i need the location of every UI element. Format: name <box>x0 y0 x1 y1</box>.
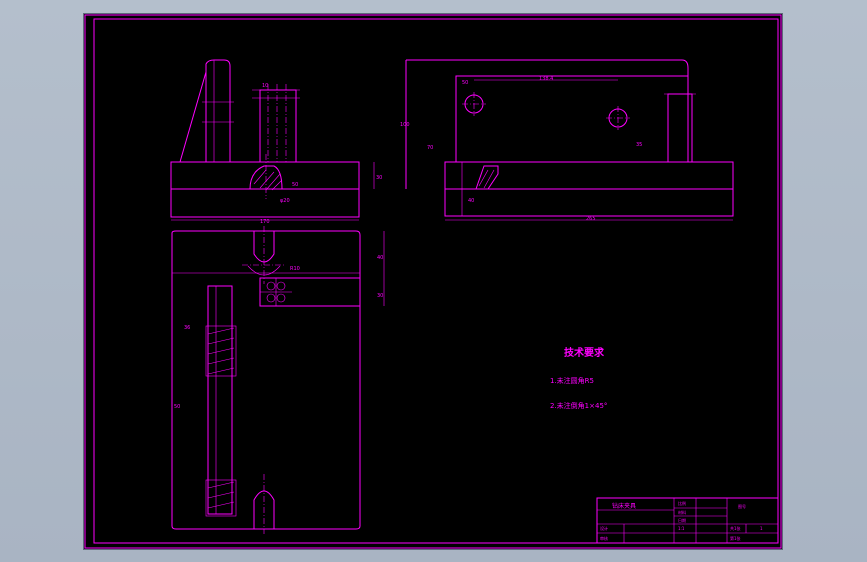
dim-front-width: 170 <box>260 219 270 225</box>
sheet-outer-border <box>84 14 782 549</box>
title-block-c4: 比例 <box>678 500 686 506</box>
dim-top-r10: R10 <box>290 266 300 272</box>
title-block-c7: 图号 <box>738 503 746 509</box>
title-block-c9: 第1张 <box>730 535 741 541</box>
title-block-c1: 设计 <box>600 525 608 531</box>
dim-front-hole: φ20 <box>280 198 290 204</box>
front-view: 170 30 10 φ20 50 <box>170 59 382 225</box>
title-block-name: 钻床夹具 <box>612 502 636 510</box>
dim-front-top: 10 <box>262 83 268 89</box>
sheet-inner-frame <box>93 18 779 544</box>
top-view: 40 30 R10 50 36 <box>171 226 385 534</box>
title-block-c10: 1 <box>760 526 763 531</box>
dim-top-40: 40 <box>377 255 383 261</box>
dim-top-50: 50 <box>174 404 180 410</box>
notes-title: 技术要求 <box>564 346 605 359</box>
technical-notes: 技术要求 1.未注圆角R5 2.未注倒角1×45° <box>550 346 607 410</box>
dim-side-length: 265 <box>586 216 596 222</box>
dim-top-36: 36 <box>184 325 190 331</box>
notes-line-1: 1.未注圆角R5 <box>550 376 594 385</box>
cad-drawing-viewport[interactable]: 170 30 10 φ20 50 265 50 138.4 100 70 35 <box>84 14 782 549</box>
dim-side-100: 100 <box>400 122 410 128</box>
dim-front-height: 30 <box>376 175 382 181</box>
dim-side-138: 138.4 <box>539 76 553 82</box>
title-block: 钻床夹具 设计 审核 比例 材料 日期 1:1 图号 共1张 第1张 1 <box>596 497 779 544</box>
drawing-sheet: 170 30 10 φ20 50 265 50 138.4 100 70 35 <box>84 14 782 549</box>
dim-top-30: 30 <box>377 293 383 299</box>
title-block-c3: 日期 <box>678 517 686 523</box>
dim-front-small: 50 <box>292 182 298 188</box>
dim-side-50: 50 <box>462 80 468 86</box>
title-block-c6: 1:1 <box>678 526 685 531</box>
side-view: 265 50 138.4 100 70 35 40 <box>400 59 734 222</box>
dim-side-35: 35 <box>636 142 642 148</box>
title-block-c2: 审核 <box>600 535 608 541</box>
notes-line-2: 2.未注倒角1×45° <box>550 401 607 410</box>
dim-side-40: 40 <box>468 198 474 204</box>
title-block-c5: 材料 <box>678 509 686 515</box>
dim-side-70: 70 <box>427 145 433 151</box>
title-block-c8: 共1张 <box>730 525 741 531</box>
